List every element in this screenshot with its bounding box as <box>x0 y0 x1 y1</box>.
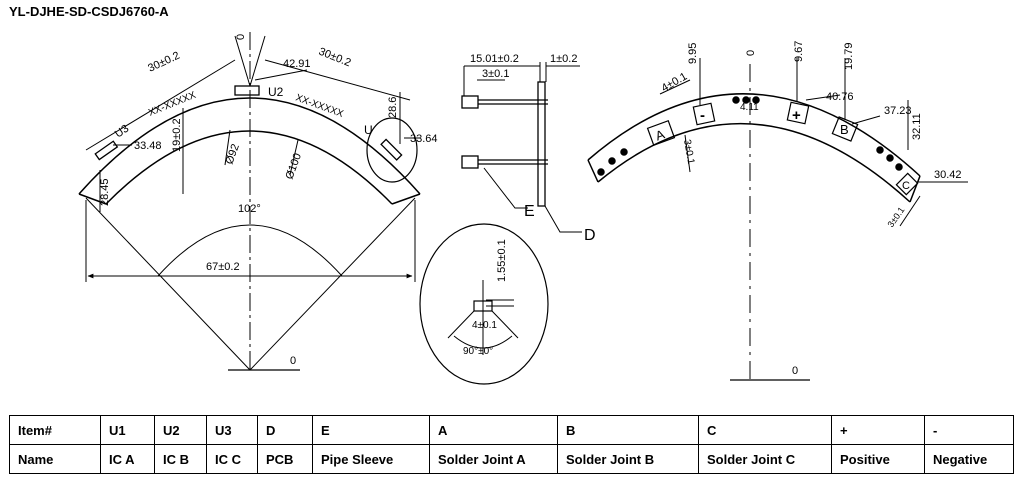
side-pcb <box>537 81 546 207</box>
right-dim-4-11: 4.11 <box>740 102 759 113</box>
right-dim-3-a: 3±0.1 <box>681 139 696 166</box>
left-dim-102: 102° <box>238 203 261 215</box>
legend-cell: IC C <box>206 444 258 474</box>
left-dim-19: 19±0.2 <box>171 118 183 152</box>
legend-cell: IC A <box>100 444 155 474</box>
right-pcb-inner-arc <box>597 122 911 203</box>
left-view-labels: 30±0.2 30±0.2 0 42.91 U2 XX-XXXXX XX-XXX… <box>99 34 438 367</box>
legend-cell: Negative <box>924 444 1014 474</box>
right-dim-19-79: 19.79 <box>843 42 855 70</box>
left-marking-left: XX-XXXXX <box>147 90 198 119</box>
right-dim-9-67: 9.67 <box>793 41 805 62</box>
legend-cell: C <box>698 415 832 445</box>
detail-circle <box>419 223 549 385</box>
left-dim-28-45: 28.45 <box>99 178 111 206</box>
side-detail-1-55: 1.55±0.1 <box>496 239 508 282</box>
right-pcb-outer-arc <box>587 93 921 177</box>
left-dim-0-bottom: 0 <box>290 355 296 367</box>
left-dim-42-91: 42.91 <box>283 58 311 70</box>
legend-cell: Solder Joint C <box>698 444 832 474</box>
right-dim-4: 4±0.1 <box>660 70 690 94</box>
left-dim-phi92: Ø92 <box>224 142 242 166</box>
right-dim-0-top: 0 <box>745 50 757 56</box>
side-detail-90: 90°±0° <box>463 346 493 357</box>
legend-cell: A <box>429 415 558 445</box>
legend-cell: Name <box>9 444 101 474</box>
left-view <box>78 32 421 371</box>
right-dim-30-42: 30.42 <box>934 169 962 181</box>
side-dim-15-01: 15.01±0.2 <box>470 53 519 65</box>
left-dim-0: 0 <box>235 34 247 40</box>
right-dim-3-b: 3±0.1 <box>885 205 906 229</box>
drawing-title: YL-DJHE-SD-CSDJ6760-A <box>9 4 169 19</box>
technical-drawing: 30±0.2 30±0.2 0 42.91 U2 XX-XXXXX XX-XXX… <box>78 32 968 385</box>
left-dim-30-left: 30±0.2 <box>146 50 182 75</box>
legend-name-row: Name IC A IC B IC C PCB Pipe Sleeve Sold… <box>9 444 1014 474</box>
legend-cell: Positive <box>831 444 925 474</box>
legend-cell: B <box>557 415 699 445</box>
left-dim-33-48: 33.48 <box>134 140 162 152</box>
legend-table: Item# U1 U2 U3 D E A B C + - Name IC A I… <box>9 415 1014 474</box>
side-label-d: D <box>584 227 596 244</box>
right-view-labels: 9.95 0 9.67 19.79 4±0.1 4.11 40.76 37.23… <box>653 41 961 377</box>
right-label-plus: + <box>792 107 801 124</box>
right-dim-40-76: 40.76 <box>826 91 854 103</box>
left-dim-phi100: Ø100 <box>284 152 304 181</box>
legend-cell: Item# <box>9 415 101 445</box>
side-dim-3: 3±0.1 <box>482 68 509 80</box>
legend-cell: D <box>257 415 313 445</box>
legend-header-row: Item# U1 U2 U3 D E A B C + - <box>9 415 1014 445</box>
side-view <box>419 62 582 385</box>
left-label-u3: U3 <box>113 123 131 141</box>
right-dim-37-23: 37.23 <box>884 105 912 117</box>
side-label-e: E <box>524 203 535 220</box>
side-dim-1: 1±0.2 <box>550 53 577 65</box>
right-label-b: B <box>840 122 849 137</box>
legend-cell: - <box>924 415 1014 445</box>
legend-cell: Pipe Sleeve <box>312 444 430 474</box>
legend-cell: PCB <box>257 444 313 474</box>
left-dim-28-6: 28.6 <box>387 97 399 118</box>
right-dim-9-95: 9.95 <box>687 43 699 64</box>
legend-cell: U3 <box>206 415 258 445</box>
side-view-labels: 15.01±0.2 3±0.1 1±0.2 E D 1.55±0.1 4±0.1… <box>463 53 596 357</box>
legend-cell: E <box>312 415 430 445</box>
right-label-a: A <box>653 126 667 143</box>
side-detail-4: 4±0.1 <box>472 320 497 331</box>
right-dim-32-11: 32.11 <box>911 113 923 140</box>
left-dim-67: 67±0.2 <box>206 261 240 273</box>
legend-cell: Solder Joint A <box>429 444 558 474</box>
left-label-u2: U2 <box>268 85 284 99</box>
right-label-c: C <box>902 180 910 192</box>
legend-cell: IC B <box>154 444 207 474</box>
legend-cell: Solder Joint B <box>557 444 699 474</box>
left-dim-33-64: 33.64 <box>410 133 438 145</box>
left-label-u: U <box>364 123 373 137</box>
right-dim-0-bottom: 0 <box>792 365 798 377</box>
legend-cell: U2 <box>154 415 207 445</box>
right-label-minus: - <box>700 107 705 124</box>
legend-cell: + <box>831 415 925 445</box>
left-dim-30-right: 30±0.2 <box>317 46 353 70</box>
right-view <box>587 58 968 381</box>
legend-cell: U1 <box>100 415 155 445</box>
